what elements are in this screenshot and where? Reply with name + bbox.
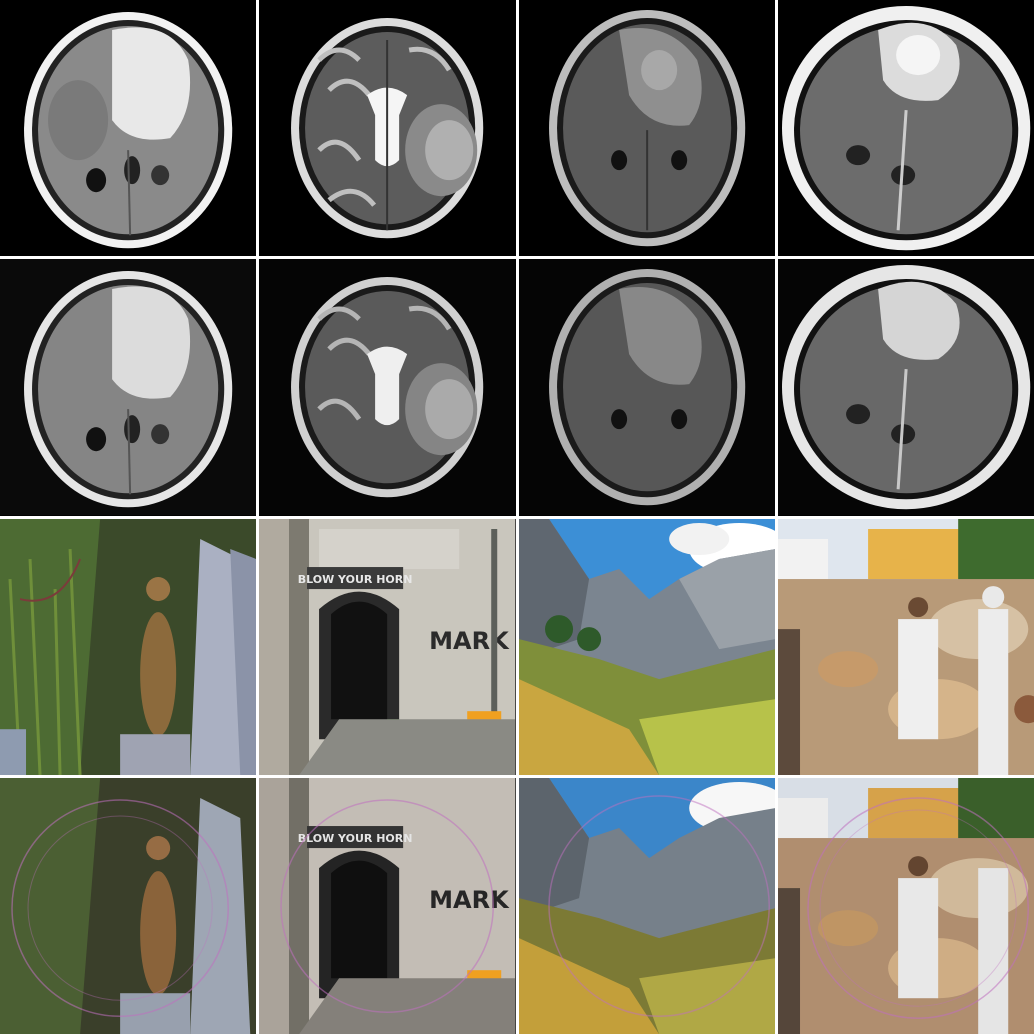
sign-board [307, 825, 404, 848]
camel-market-original [777, 518, 1034, 775]
ground-squirrel-original [0, 518, 257, 775]
archway-wall-original: BLOW YOUR HORN MARK [259, 518, 516, 775]
sign-board [307, 566, 404, 589]
mri-flair-2-original [518, 0, 775, 257]
mri-t2-reconstructed [259, 259, 516, 516]
mri-flair-1-reconstructed [0, 259, 257, 516]
ground-squirrel-reconstructed [0, 777, 257, 1034]
archway-wall-reconstructed: BLOW YOUR HORN MARK [259, 777, 516, 1034]
mountain-valley-reconstructed [518, 777, 775, 1034]
sign-text: BLOW YOUR HORN [298, 573, 413, 586]
mri-flair-2-reconstructed [518, 259, 775, 516]
mri-t2-original [259, 0, 516, 257]
mri-t1-contrast-reconstructed [777, 259, 1034, 516]
sign-text: BLOW YOUR HORN [298, 832, 413, 845]
graffiti-text: MARK [429, 886, 510, 914]
mri-flair-1-original [0, 0, 257, 257]
mountain-valley-original [518, 518, 775, 775]
mri-t1-contrast-original [777, 0, 1034, 257]
graffiti-text: MARK [429, 627, 510, 655]
camel-market-reconstructed [777, 777, 1034, 1034]
